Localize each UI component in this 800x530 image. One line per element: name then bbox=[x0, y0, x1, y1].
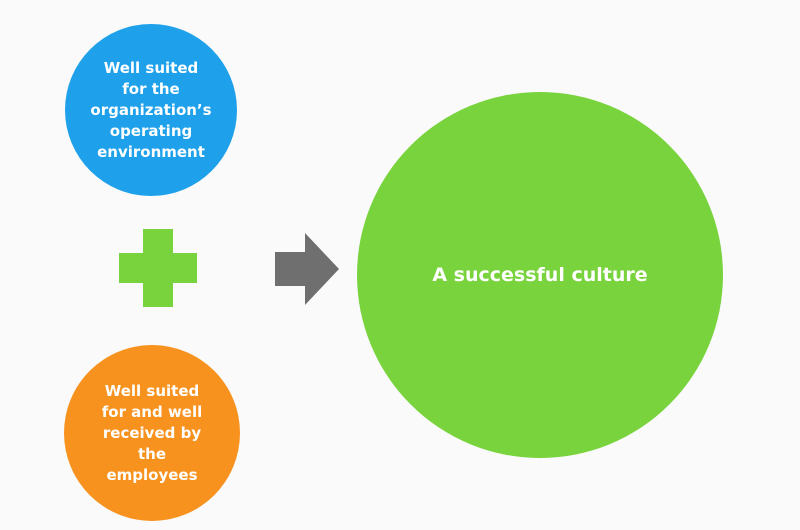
environment-fit-line-3: organization’s bbox=[90, 100, 212, 119]
environment-fit-circle: Well suited for the organization’s opera… bbox=[65, 24, 237, 196]
employee-fit-circle: Well suited for and well received by the… bbox=[64, 345, 240, 521]
employee-fit-line-5: employees bbox=[106, 465, 198, 484]
plus-vertical-bar bbox=[143, 229, 173, 307]
employee-fit-line-2: for and well bbox=[101, 402, 203, 421]
arrow-shape bbox=[275, 233, 339, 305]
environment-fit-line-2: for the bbox=[122, 79, 180, 98]
successful-culture-label: A successful culture bbox=[432, 264, 648, 286]
employee-fit-line-1: Well suited bbox=[104, 381, 200, 400]
employee-fit-line-4: the bbox=[137, 444, 167, 463]
employee-fit-line-3: received by bbox=[102, 423, 202, 442]
plus-icon bbox=[119, 229, 197, 307]
environment-fit-line-1: Well suited bbox=[103, 58, 199, 77]
successful-culture-circle: A successful culture bbox=[357, 92, 723, 458]
arrow-right-icon bbox=[275, 233, 339, 305]
environment-fit-line-4: operating bbox=[109, 121, 193, 140]
environment-fit-label: Well suited for the organization’s opera… bbox=[81, 58, 221, 163]
environment-fit-line-5: environment bbox=[97, 142, 205, 161]
employee-fit-label: Well suited for and well received by the… bbox=[82, 381, 222, 486]
